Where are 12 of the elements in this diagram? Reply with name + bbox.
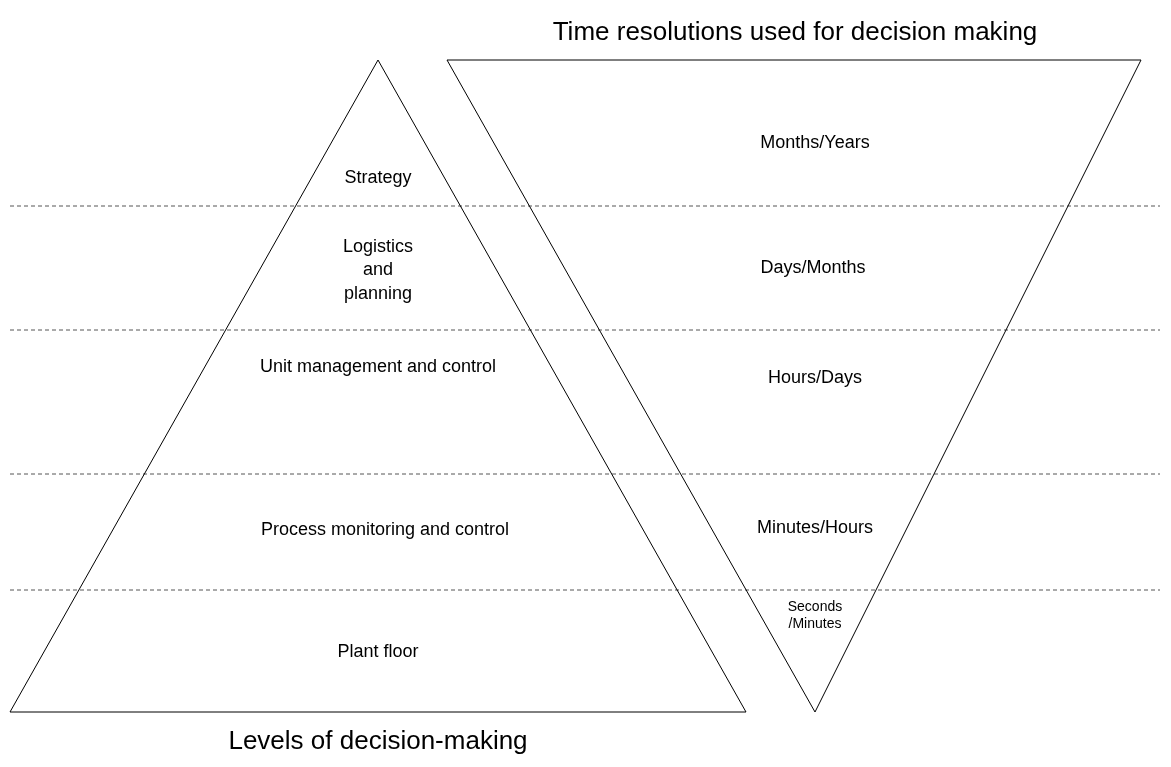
time-resolution-label: Minutes/Hours bbox=[757, 516, 873, 540]
triangle-heading: Time resolutions used for decision making bbox=[552, 16, 1038, 47]
time-resolution-label: Days/Months bbox=[760, 256, 866, 280]
decision-level-label: Strategy bbox=[344, 166, 412, 190]
decision-level-label: Logistics and planning bbox=[342, 234, 414, 305]
decision-level-label: Unit management and control bbox=[259, 355, 497, 379]
decision-level-label: Plant floor bbox=[337, 640, 419, 664]
time-resolution-label: Hours/Days bbox=[768, 366, 862, 390]
decision-level-label: Process monitoring and control bbox=[260, 518, 510, 542]
time-resolution-label: Seconds /Minutes bbox=[786, 598, 844, 632]
pyramid-caption: Levels of decision-making bbox=[228, 725, 528, 756]
time-resolution-label: Months/Years bbox=[760, 131, 870, 155]
